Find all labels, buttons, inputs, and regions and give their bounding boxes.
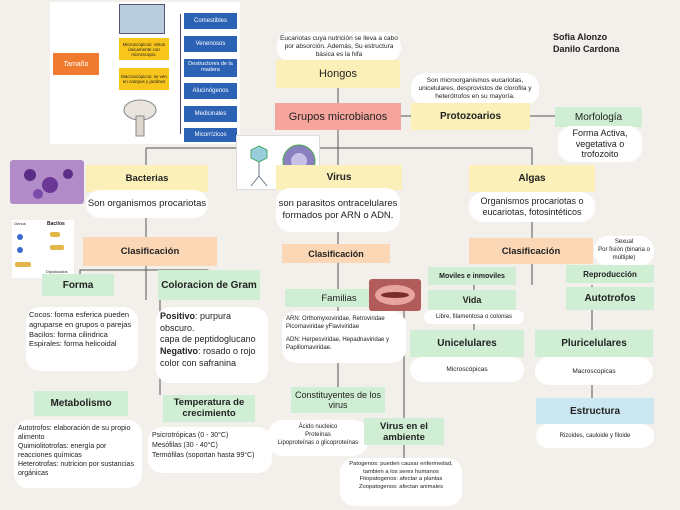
genus-label: Genus	[14, 221, 26, 226]
hongos-description: Eucariotas cuya nutrición se lleva a cab…	[277, 32, 401, 62]
bacterias-description: Son organismos procariotas	[86, 190, 208, 218]
morfologia-title: Morfología	[555, 107, 642, 127]
algas-sexual: Sexual Por fisión (binaria o múltiple)	[594, 236, 654, 266]
forma-text: Cocos: forma esferica pueden agruparse e…	[26, 307, 138, 371]
metabolismo-title: Metabolismo	[34, 391, 128, 416]
virus-title: Virus	[276, 165, 402, 190]
algas-moviles: Moviles e inmoviles	[428, 267, 516, 285]
tipo-comestibles: Comestibles	[184, 13, 237, 29]
tipo-destructores: Destructores de la madera	[184, 59, 237, 77]
algas-title: Algas	[469, 165, 595, 192]
bacilos-label: Bacilos	[47, 221, 65, 227]
algas-vida: Vida	[428, 290, 516, 310]
algas-description: Organismos procariotas o eucariotas, fot…	[469, 192, 595, 222]
estructura-title: Estructura	[536, 398, 654, 424]
bacteria-photo	[10, 160, 84, 204]
tipo-medicinales: Medicinales	[184, 106, 237, 122]
tipo-alucinogenos: Alucinógenos	[184, 83, 237, 99]
gram-positivo-label: Positivo	[160, 311, 196, 321]
bacterias-title: Bacterias	[86, 165, 208, 192]
author-1: Sofia Alonzo	[553, 32, 608, 42]
metabolismo-text: Autotrofos: elaboración de su propio ali…	[14, 420, 142, 488]
tipo-venenosos: Venenosos	[184, 36, 237, 52]
diplobacilos-label: Diplobacilos	[46, 269, 68, 274]
unicelulares-text: Microscópicas	[410, 357, 524, 382]
ambiente-text: Patogenos: pueden causar enfermedad, tam…	[340, 458, 462, 506]
bacterias-clasificacion: Clasificación	[83, 237, 217, 266]
constituyentes-title: Constituyentes de los virus	[291, 387, 385, 413]
microscope-photo	[119, 4, 165, 34]
pluricelulares-title: Pluricelulares	[535, 330, 653, 357]
hongos-image: Tamaño Microscópicos: vistos únicamente …	[50, 2, 240, 144]
macro-label: Macroscópicos: se ven en campos y jardin…	[119, 68, 169, 90]
familias-adn: ADN: Herpesviridae, Hepadnaviridae y Pap…	[286, 337, 390, 352]
ambiente-title: Virus en el ambiente	[364, 418, 444, 445]
morfologia-text: Forma Activa, vegetativa o trofozoito	[558, 126, 642, 162]
protozoarios-title: Protozoarios	[411, 103, 530, 130]
algas-reproduccion: Reproducción	[566, 265, 654, 283]
forma-title: Forma	[42, 274, 114, 296]
pluricelulares-text: Macroscopicas	[535, 357, 653, 385]
virus-clasificacion: Clasificación	[282, 244, 390, 263]
gram-title: Coloracion de Gram	[158, 270, 260, 300]
virus-description: son parasitos ontracelulares formados po…	[276, 188, 400, 232]
algas-autotrofos: Autotrofos	[566, 287, 654, 310]
familias-title: Familias	[285, 289, 393, 307]
center-title: Grupos microbianos	[275, 103, 401, 130]
tamano-label: Tamaño	[53, 53, 99, 75]
gram-negativo-text: : rosado o rojo color con safranina	[160, 346, 256, 368]
constituyentes-text: Ácido nucleico Proteínas Lipoproteínas o…	[268, 420, 368, 456]
unicelulares-title: Unicelulares	[410, 330, 524, 357]
gram-text: Positivo: purpura obscuro. capa de pepti…	[156, 307, 268, 383]
authors: Sofia Alonzo Danilo Cardona	[553, 31, 620, 55]
algas-vida-text: Libre, filamentosa o colonias	[424, 310, 524, 324]
line-algas-tree	[473, 222, 593, 330]
line-center-groups	[145, 130, 533, 165]
protozoarios-description: Son microorganismos eucariotas, unicelul…	[411, 73, 539, 105]
gram-negativo-label: Negativo	[160, 346, 199, 357]
author-2: Danilo Cardona	[553, 44, 620, 55]
micro-label: Microscópicos: vistos únicamente con mic…	[119, 38, 169, 60]
hongos-title: Hongos	[276, 60, 400, 88]
gram-capa: capa de peptidoglucano	[160, 334, 256, 345]
familias-text: ARN: Orthomyxoviridae, Retroviridae Pico…	[282, 311, 406, 363]
bacteria-shapes-image: Genus Bacilos Diplobacilos	[12, 220, 74, 278]
tipo-micorrizicos: Micorrízicos	[184, 128, 237, 142]
tipos-bracket	[180, 14, 181, 134]
familias-arn: ARN: Orthomyxoviridae, Retroviridae Pico…	[286, 316, 385, 331]
temperatura-text: Psicrotrópicas (0 - 30°C) Mesófilas (30 …	[148, 427, 272, 473]
virus-lips-photo	[369, 279, 421, 311]
temperatura-title: Temperatura de crecimiento	[163, 395, 255, 422]
algas-clasificacion: Clasificación	[469, 238, 593, 264]
gram-positivo-text: : purpura obscuro.	[160, 311, 232, 333]
estructura-text: Rizoides, cauloide y filoide	[536, 424, 654, 448]
mushroom-icon	[120, 96, 160, 138]
